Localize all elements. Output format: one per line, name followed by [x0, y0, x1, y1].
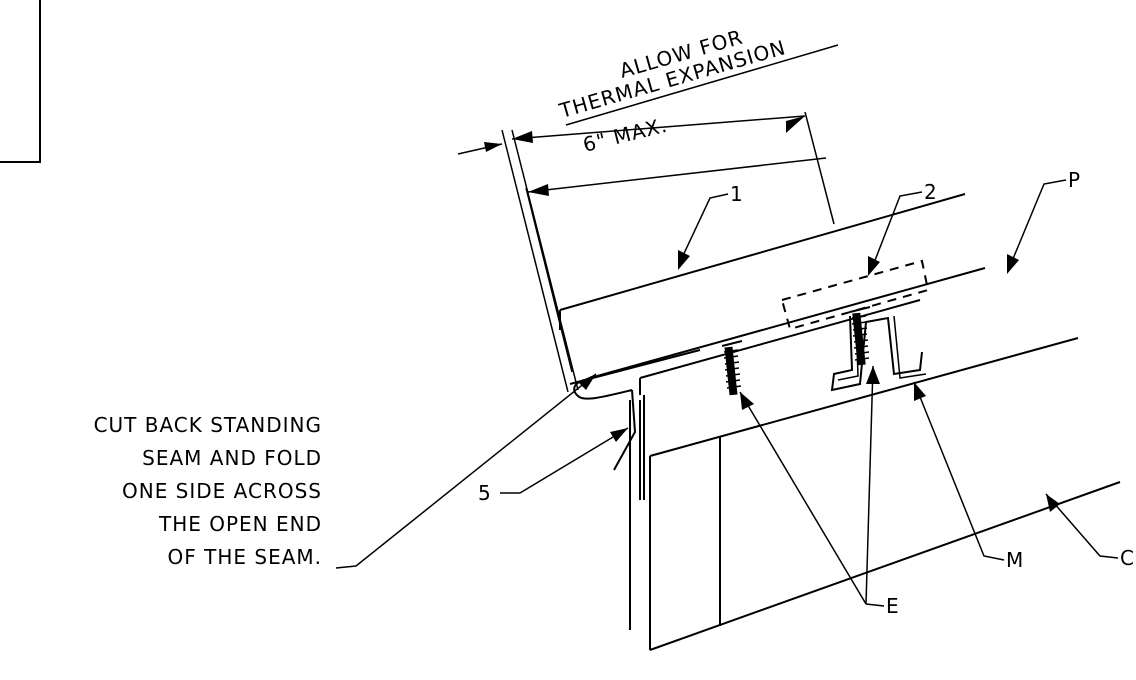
callout-e-label: E [886, 594, 900, 618]
callout-5-leader [500, 427, 629, 494]
callout-2-leader [868, 191, 923, 276]
callout-1-leader [678, 193, 729, 270]
callout-c-label: C [1120, 546, 1135, 570]
callout-p-label: P [1068, 168, 1081, 192]
callout-m-leader [913, 381, 1005, 561]
six-inch-max-label: 6" MAX. [580, 113, 670, 157]
thermal-expansion-underline [565, 44, 839, 126]
seam-note-line2: SEAM AND FOLD [142, 446, 322, 470]
callout-m-label: M [1006, 548, 1024, 572]
callout-5-label: 5 [478, 481, 492, 505]
six-inch-max-dimension [457, 111, 835, 393]
component-2-dashed-outline [780, 259, 930, 331]
sheet-border-frame [0, 0, 41, 163]
fastener-screw-right [849, 306, 871, 366]
roof-panel-assembly [559, 193, 1121, 651]
seam-note-line1: CUT BACK STANDING [94, 413, 322, 437]
seam-note-leader [335, 373, 597, 569]
seam-note-line4: THE OPEN END [158, 512, 322, 536]
seam-note-line3: ONE SIDE ACROSS [122, 479, 322, 503]
callout-e-leader [739, 365, 885, 607]
callout-c-leader [1045, 493, 1119, 559]
callout-2-label: 2 [924, 180, 938, 204]
fastener-screw-left [721, 340, 743, 396]
callout-p-leader [1007, 179, 1067, 274]
callout-1-label: 1 [730, 182, 744, 206]
seam-note-line5: OF THE SEAM. [168, 545, 322, 569]
